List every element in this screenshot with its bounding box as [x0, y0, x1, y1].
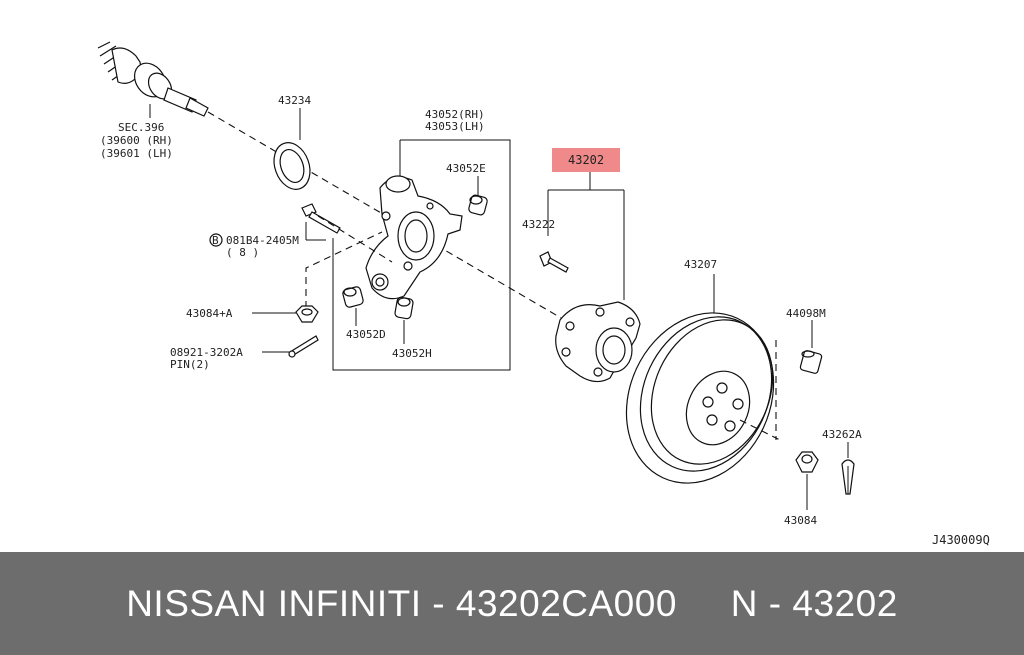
label-pin-qty: PIN(2): [170, 358, 210, 371]
steering-knuckle: [365, 175, 463, 300]
label-43222: 43222: [522, 218, 555, 231]
label-43207: 43207: [684, 258, 717, 271]
label-bolt-code: 081B4-2405M: [226, 234, 299, 247]
brake-rotor-43207: [625, 312, 775, 484]
nut-43084: [795, 451, 819, 473]
label-pin-code: 08921-3202A: [170, 346, 243, 359]
label-diagram-code: J430009Q: [932, 533, 990, 547]
cotter-pin-43262a: [841, 459, 855, 495]
label-43052rh: 43052(RH): [425, 108, 485, 121]
bushing-43052h: [394, 296, 414, 320]
highlight-43202: [552, 148, 620, 172]
label-43052h: 43052H: [392, 347, 432, 360]
bushing-43052e: [468, 194, 488, 216]
label-sec396: SEC.396: [118, 121, 164, 134]
seal-ring-43234: [273, 142, 311, 190]
parts-diagram: SEC.396 (39600 (RH) (39601 (LH) 43234 43…: [97, 41, 990, 547]
label-43084: 43084: [784, 514, 817, 527]
nut-43084a: [295, 305, 319, 323]
label-43262a: 43262A: [822, 428, 862, 441]
label-sec396-rh: (39600 (RH): [100, 134, 173, 147]
bolt-081b4: [301, 203, 341, 234]
label-43052d: 43052D: [346, 328, 386, 341]
label-bolt-qty: ( 8 ): [226, 246, 259, 259]
label-43202: 43202: [568, 153, 604, 167]
label-bolt-circle: B: [212, 234, 219, 247]
label-44098m: 44098M: [786, 307, 826, 320]
hub-bolt-43222: [539, 251, 569, 273]
label-sec396-lh: (39601 (LH): [100, 147, 173, 160]
drive-shaft: [97, 41, 209, 118]
plug-44098m: [799, 350, 823, 374]
footer-bar: NISSAN INFINITI - 43202CA000 N - 43202: [0, 552, 1024, 655]
footer-part-number: NISSAN INFINITI - 43202CA000 N - 43202: [126, 582, 898, 624]
label-43052e: 43052E: [446, 162, 486, 175]
wheel-hub-43202: [555, 301, 641, 383]
bushing-43052d: [342, 286, 364, 308]
cotter-pin: [288, 335, 319, 358]
label-43053lh: 43053(LH): [425, 120, 485, 133]
label-43084a: 43084+A: [186, 307, 233, 320]
label-43234: 43234: [278, 94, 311, 107]
